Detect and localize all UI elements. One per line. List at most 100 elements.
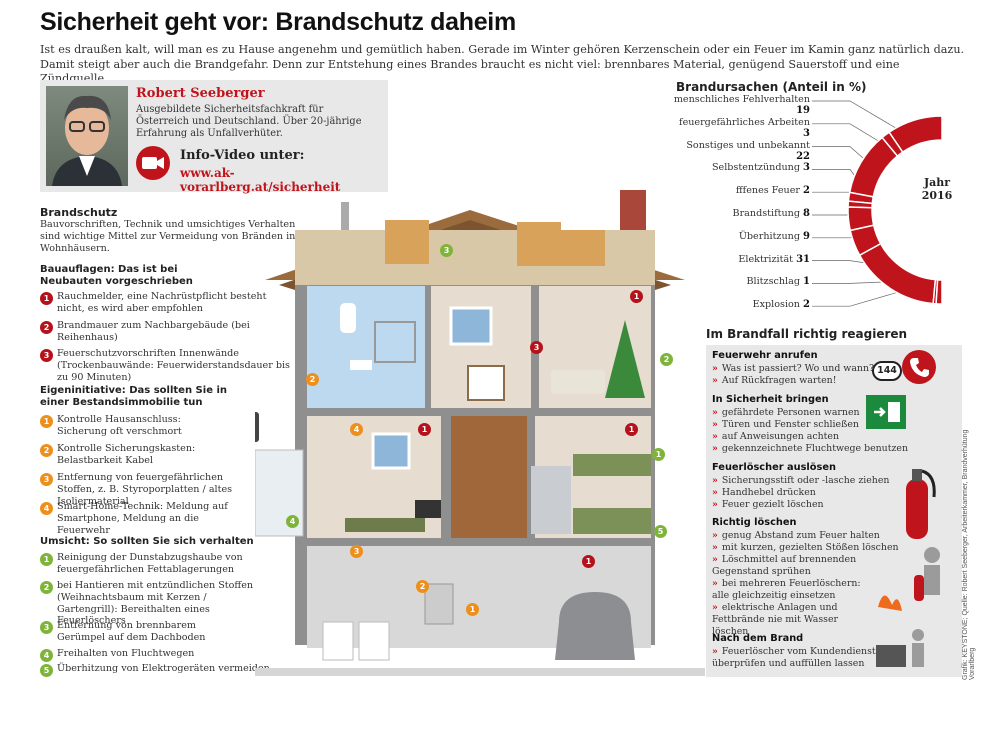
- eigeninitiative-heading: Eigeninitiative: Das sollten Sie in eine…: [40, 385, 228, 408]
- chart-label: Überhitzung 9: [738, 230, 810, 242]
- section-title: Richtig löschen: [712, 517, 797, 528]
- pie-slice: [935, 279, 943, 305]
- umsicht-heading: Umsicht: So sollten Sie sich verhalten: [40, 536, 254, 547]
- marker-badge: 1: [625, 423, 638, 436]
- author-description: Ausgebildete Sicherheitsfachkraft für Ös…: [136, 104, 362, 139]
- list-item: 2 Brandmauer zum Nachbargebäude (bei Reih…: [40, 320, 280, 344]
- number-badge: 1: [40, 292, 53, 305]
- number-badge: 4: [40, 502, 53, 515]
- phone-icon: [902, 350, 936, 384]
- section-line: »Auf Rückfragen warten!: [712, 375, 837, 386]
- list-item: 2 bei Hantieren mit entzündlichen Stoffen…: [40, 580, 260, 627]
- number-badge: 3: [40, 349, 53, 362]
- chart-label: Selbstentzündung 3: [711, 162, 810, 174]
- marker-badge: 1: [582, 555, 595, 568]
- section-line: »gefährdete Personen warnen: [712, 407, 860, 418]
- video-camera-icon: [136, 146, 170, 180]
- credit-line: Grafik: KEYSTONE; Quelle: Robert Seeberg…: [962, 429, 976, 680]
- emergency-number: 144: [872, 361, 902, 381]
- list-item: 4 Freihalten von Fluchtwegen: [40, 648, 280, 662]
- technician-icon: [874, 625, 934, 671]
- author-photo: [46, 86, 128, 186]
- pie-slice: [858, 242, 937, 305]
- list-item: 3 Feuerschutzvorschriften Innenwände (Tro…: [40, 348, 300, 383]
- section-line: »Was ist passiert? Wo und wann?: [712, 363, 875, 374]
- bauauflagen-heading: Bauauflagen: Das ist bei Neubauten vorge…: [40, 264, 193, 287]
- list-item: 4 Smart-Home-Technik: Meldung auf Smartph…: [40, 501, 250, 536]
- marker-badge: 2: [416, 580, 429, 593]
- number-badge: 1: [40, 415, 53, 428]
- marker-badge: 4: [286, 515, 299, 528]
- list-item-text: Reinigung der Dunstabzugshaube von feuer…: [57, 552, 243, 575]
- list-item-text: Brandmauer zum Nachbargebäude (bei Reihe…: [57, 320, 250, 343]
- section-line: »genug Abstand zum Feuer halten: [712, 530, 880, 541]
- section-line: »Feuerlöscher vom Kundendienst überprüfe…: [712, 646, 876, 669]
- author-name: Robert Seeberger: [136, 86, 265, 101]
- section-title: Feuerlöscher auslösen: [712, 462, 836, 473]
- chart-label: menschliches Fehlverhalten 19: [673, 94, 810, 116]
- list-item: 5 Überhitzung von Elektrogeräten vermeide…: [40, 663, 280, 677]
- video-link[interactable]: www.ak-vorarlberg.at/sicherheit: [180, 166, 341, 194]
- section-line: »Sicherungsstift oder -lasche ziehen: [712, 475, 890, 486]
- section-title: Nach dem Brand: [712, 633, 804, 644]
- section-line: »bei mehreren Feuerlöschern: alle gleich…: [712, 578, 861, 601]
- section-title: Feuerwehr anrufen: [712, 350, 818, 361]
- list-item-text: Smart-Home-Technik: Meldung auf Smartpho…: [57, 501, 228, 536]
- list-item: 1 Rauchmelder, eine Nachrüstpflicht beste…: [40, 291, 280, 315]
- chart-center-label: Jahr 2016: [921, 176, 953, 202]
- person-extinguishing-icon: [874, 545, 958, 625]
- chart-title: Brandursachen (Anteil in %): [676, 80, 867, 94]
- chart-label: Brandstiftung 8: [732, 208, 810, 219]
- donut-chart: [812, 100, 943, 307]
- number-badge: 3: [40, 621, 53, 634]
- chart-label: Sonstiges und unbekannt 22: [686, 139, 810, 162]
- number-badge: 5: [40, 664, 53, 677]
- chart-label: Elektrizität 31: [738, 253, 810, 265]
- section-line: »Feuer gezielt löschen: [712, 499, 824, 510]
- marker-badge: 5: [654, 525, 667, 538]
- section-line: »auf Anweisungen achten: [712, 431, 840, 442]
- marker-badge: 3: [350, 545, 363, 558]
- marker-badge: 2: [306, 373, 319, 386]
- page-title: Sicherheit geht vor: Brandschutz daheim: [40, 8, 516, 36]
- exit-sign-icon: [866, 395, 906, 429]
- number-badge: 2: [40, 444, 53, 457]
- number-badge: 1: [40, 553, 53, 566]
- chart-label: Blitzschlag 1: [746, 276, 810, 288]
- marker-badge: 4: [350, 423, 363, 436]
- video-label: Info-Video unter:: [180, 148, 305, 163]
- number-badge: 2: [40, 581, 53, 594]
- pie-slice: [848, 136, 899, 198]
- marker-badge: 2: [660, 353, 673, 366]
- list-item-text: Entfernung von feuergefährlichen Stoffen…: [57, 472, 233, 507]
- section-line: »elektrische Anlagen und Fettbrände nie …: [712, 602, 838, 637]
- marker-badge: 1: [466, 603, 479, 616]
- fire-extinguisher-icon: [892, 457, 942, 547]
- chart-label: Explosion 2: [752, 299, 810, 311]
- marker-badge: 1: [418, 423, 431, 436]
- section-line: »Löschmittel auf brennenden Gegenstand s…: [712, 554, 857, 577]
- brandfall-heading: Im Brandfall richtig reagieren: [706, 327, 908, 341]
- section-line: »gekennzeichnete Fluchtwege benutzen: [712, 443, 908, 454]
- list-item-text: Überhitzung von Elektrogeräten vermeiden: [57, 663, 270, 674]
- section-line: »Türen und Fenster schließen: [712, 419, 859, 430]
- list-item-text: Feuerschutzvorschriften Innenwände (Troc…: [57, 348, 290, 383]
- list-item-text: Freihalten von Fluchtwegen: [57, 648, 195, 659]
- section-line: »mit kurzen, gezielten Stößen löschen: [712, 542, 899, 553]
- chart-label: fffenes Feuer 2: [735, 185, 810, 197]
- brandfall-box: Feuerwehr anrufen »Was ist passiert? Wo …: [706, 345, 962, 677]
- list-item-text: bei Hantieren mit entzündlichen Stoffen …: [57, 580, 254, 627]
- marker-badge: 3: [530, 341, 543, 354]
- list-item: 3 Entfernung von feuergefährlichen Stoffe…: [40, 472, 255, 507]
- brandschutz-text: Bauvorschriften, Technik und umsichtiges…: [40, 219, 296, 254]
- marker-badge: 1: [652, 448, 665, 461]
- marker-badge: 3: [440, 244, 453, 257]
- number-badge: 3: [40, 473, 53, 486]
- list-item-text: Rauchmelder, eine Nachrüstpflicht besteh…: [57, 291, 267, 314]
- number-badge: 4: [40, 649, 53, 662]
- number-badge: 2: [40, 321, 53, 334]
- marker-badge: 1: [630, 290, 643, 303]
